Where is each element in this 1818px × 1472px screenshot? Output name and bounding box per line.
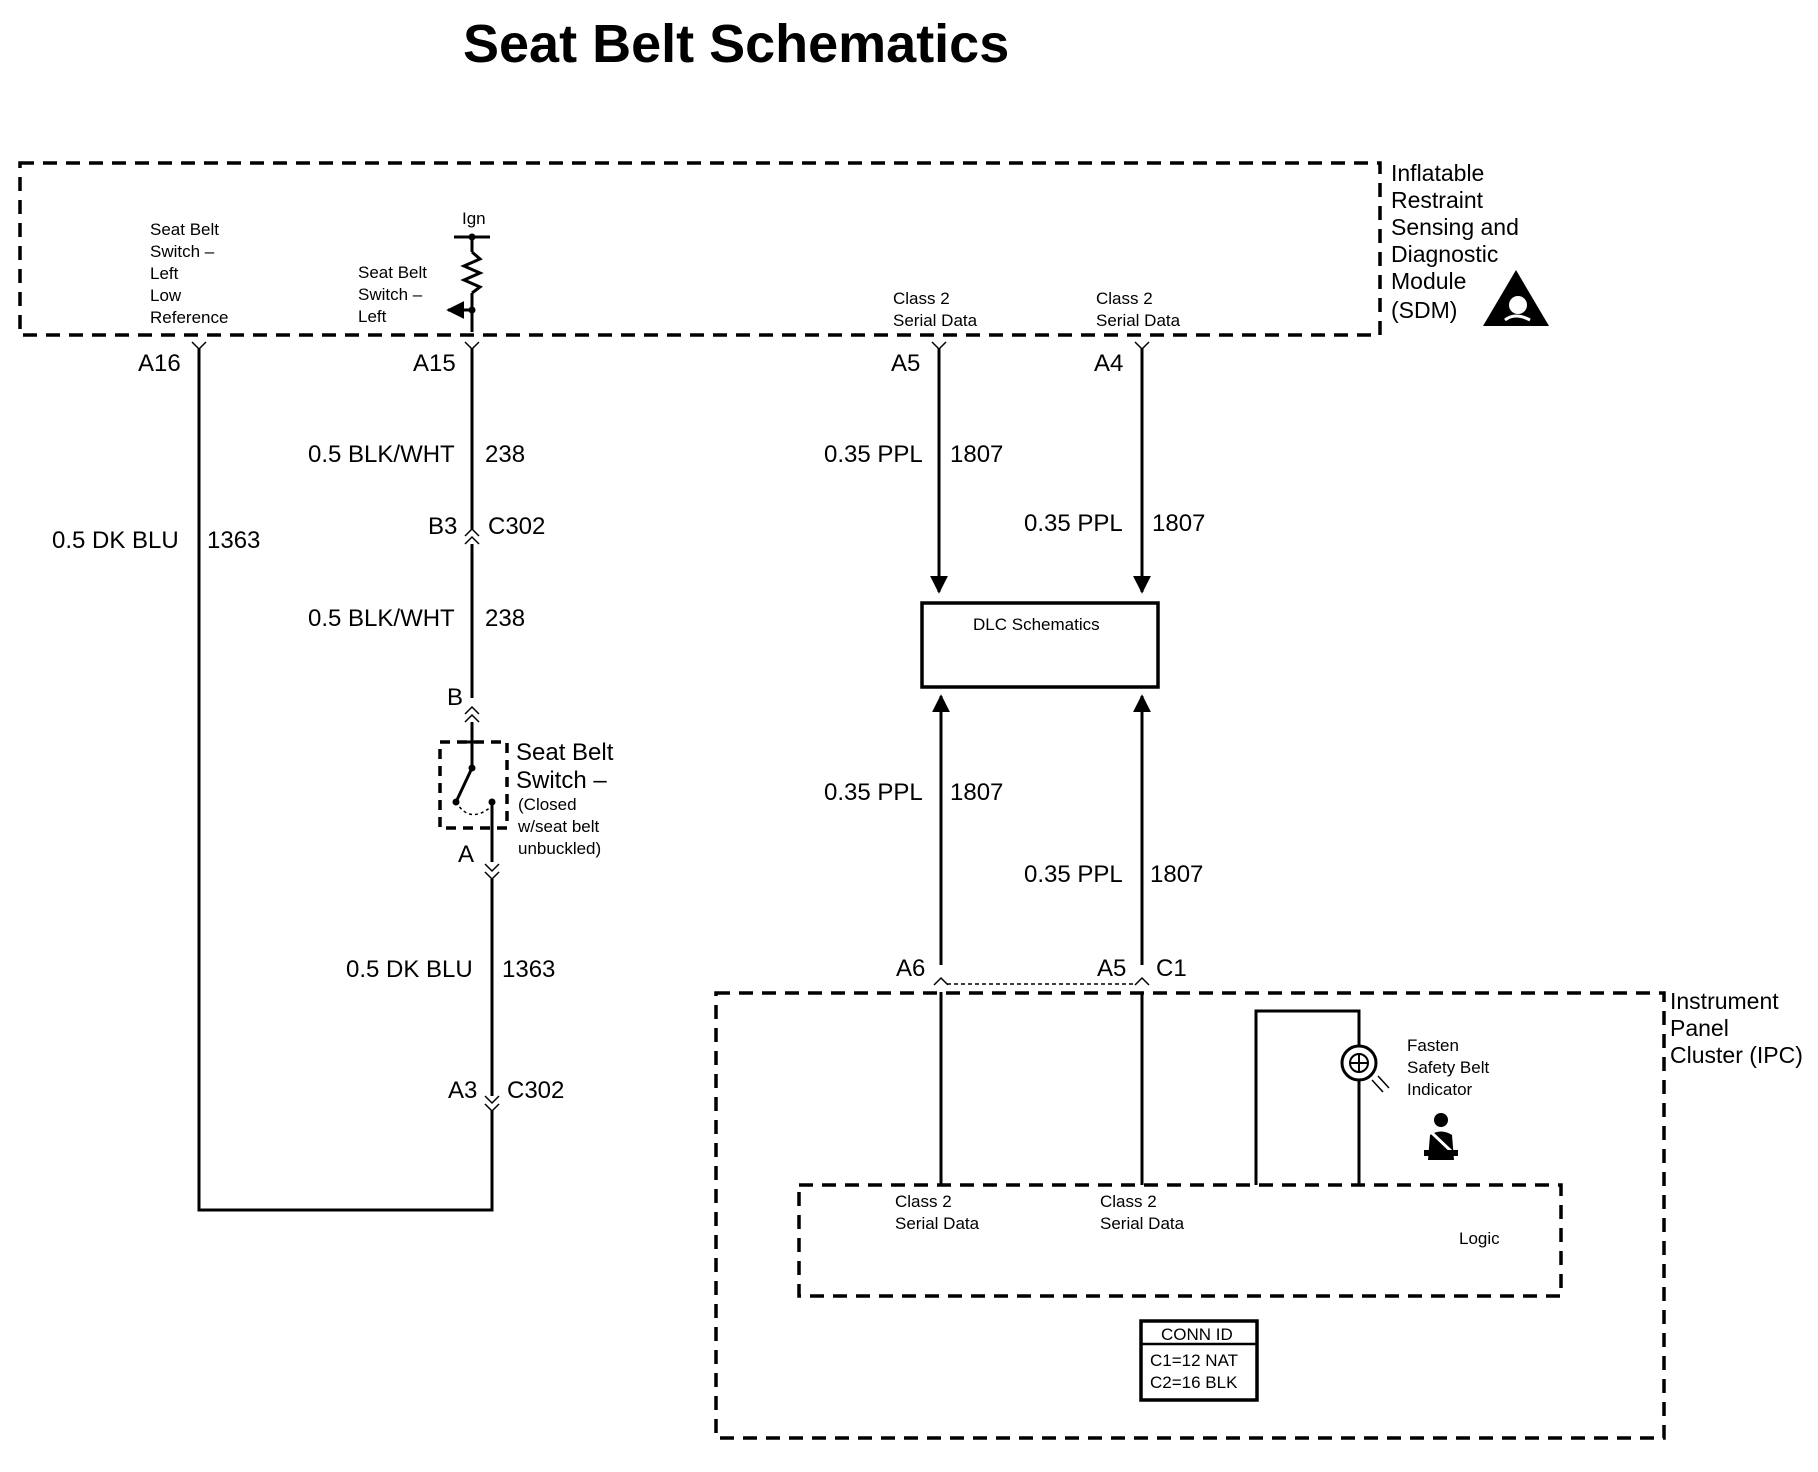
wire-1807-sdm-a4 (1133, 341, 1151, 594)
fasten-belt-indicator-label: Fasten Safety Belt Indicator (1407, 1036, 1494, 1099)
wire-238-2-gauge: 0.5 BLK/WHT (308, 605, 455, 632)
wire-1807-1-circuit: 1807 (950, 441, 1003, 468)
sdm-low-reference-label: Seat Belt Switch – Left Low Reference (150, 220, 228, 327)
wire-1363-left (191, 341, 494, 1212)
wire-1807-3-gauge: 0.35 PPL (824, 779, 923, 806)
connector-c302-bottom: C302 (507, 1077, 564, 1104)
conn-id-row: C1=12 NAT (1150, 1351, 1238, 1370)
sdm-serial-data-1-label: Class 2 Serial Data (893, 289, 978, 330)
airbag-warning-icon (1483, 270, 1549, 326)
ipc-logic-boundary (797, 1183, 1563, 1298)
wire-1807-1-gauge: 0.35 PPL (824, 441, 923, 468)
pin-a15: A15 (413, 350, 456, 377)
seat-belt-switch-name: Seat Belt Switch – (516, 739, 620, 794)
seatbelt-person-icon (1424, 1113, 1458, 1160)
conn-id-table: CONN ID C1=12 NAT C2=16 BLK (1139, 1319, 1259, 1402)
sdm-internal-resistor (446, 233, 490, 332)
ipc-boundary (714, 991, 1666, 1440)
seat-belt-switch-state: (Closed w/seat belt unbuckled) (517, 795, 604, 858)
ipc-name: Instrument Panel Cluster (IPC) (1670, 988, 1803, 1068)
sdm-name: Inflatable Restraint Sensing and Diagnos… (1391, 160, 1525, 323)
pin-a16: A16 (138, 350, 181, 377)
lamp-icon (1340, 1044, 1390, 1093)
wire-1363-switch (484, 863, 500, 1113)
connector-c302-top: C302 (488, 513, 545, 540)
pin-sdm-a5: A5 (891, 350, 920, 377)
pin-ipc-a5: A5 (1097, 955, 1126, 982)
connector-c1: C1 (1156, 955, 1187, 982)
dlc-schematics-box[interactable] (920, 601, 1160, 689)
conn-id-header: CONN ID (1161, 1325, 1233, 1344)
wire-238-1-gauge: 0.5 BLK/WHT (308, 441, 455, 468)
sdm-switch-left-label: Seat Belt Switch – Left (358, 263, 432, 326)
ipc-serial-data-1-label: Class 2 Serial Data (895, 1192, 980, 1233)
wire-238-1-circuit: 238 (485, 441, 525, 468)
sdm-module: Inflatable Restraint Sensing and Diagnos… (18, 160, 1549, 337)
ipc-module: Instrument Panel Cluster (IPC) Fasten Sa… (714, 988, 1803, 1440)
pin-b3: B3 (428, 513, 457, 540)
dlc-schematics-label[interactable]: DLC Schematics (973, 615, 1100, 634)
wire-1807-4-circuit: 1807 (1150, 861, 1203, 888)
sdm-serial-data-2-label: Class 2 Serial Data (1096, 289, 1181, 330)
conn-id-row: C2=16 BLK (1150, 1373, 1238, 1392)
page-title: Seat Belt Schematics (463, 14, 1009, 74)
wire-1807-4-gauge: 0.35 PPL (1024, 861, 1123, 888)
pin-b: B (447, 684, 463, 711)
wire-1807-ipc-a6 (932, 694, 950, 986)
wire-1807-2-circuit: 1807 (1152, 510, 1205, 537)
wire-1807-sdm-a5 (930, 341, 948, 594)
ipc-logic-label: Logic (1459, 1229, 1500, 1248)
wire-1363-switch-gauge: 0.5 DK BLU (346, 956, 473, 983)
wire-1363-left-gauge: 0.5 DK BLU (52, 527, 179, 554)
wire-238 (464, 341, 480, 742)
wire-1363-switch-circuit: 1363 (502, 956, 555, 983)
ipc-serial-data-2-label: Class 2 Serial Data (1100, 1192, 1185, 1233)
seat-belt-switch (438, 740, 509, 862)
wire-1807-3-circuit: 1807 (950, 779, 1003, 806)
pin-a: A (458, 841, 474, 868)
ign-label: Ign (462, 209, 486, 228)
pin-ipc-a6: A6 (896, 955, 925, 982)
wire-1807-2-gauge: 0.35 PPL (1024, 510, 1123, 537)
pin-a3: A3 (448, 1077, 477, 1104)
sdm-boundary (18, 161, 1382, 337)
wire-1363-left-circuit: 1363 (207, 527, 260, 554)
wire-238-2-circuit: 238 (485, 605, 525, 632)
wire-1807-ipc-a5 (1133, 694, 1151, 986)
pin-sdm-a4: A4 (1094, 350, 1123, 377)
